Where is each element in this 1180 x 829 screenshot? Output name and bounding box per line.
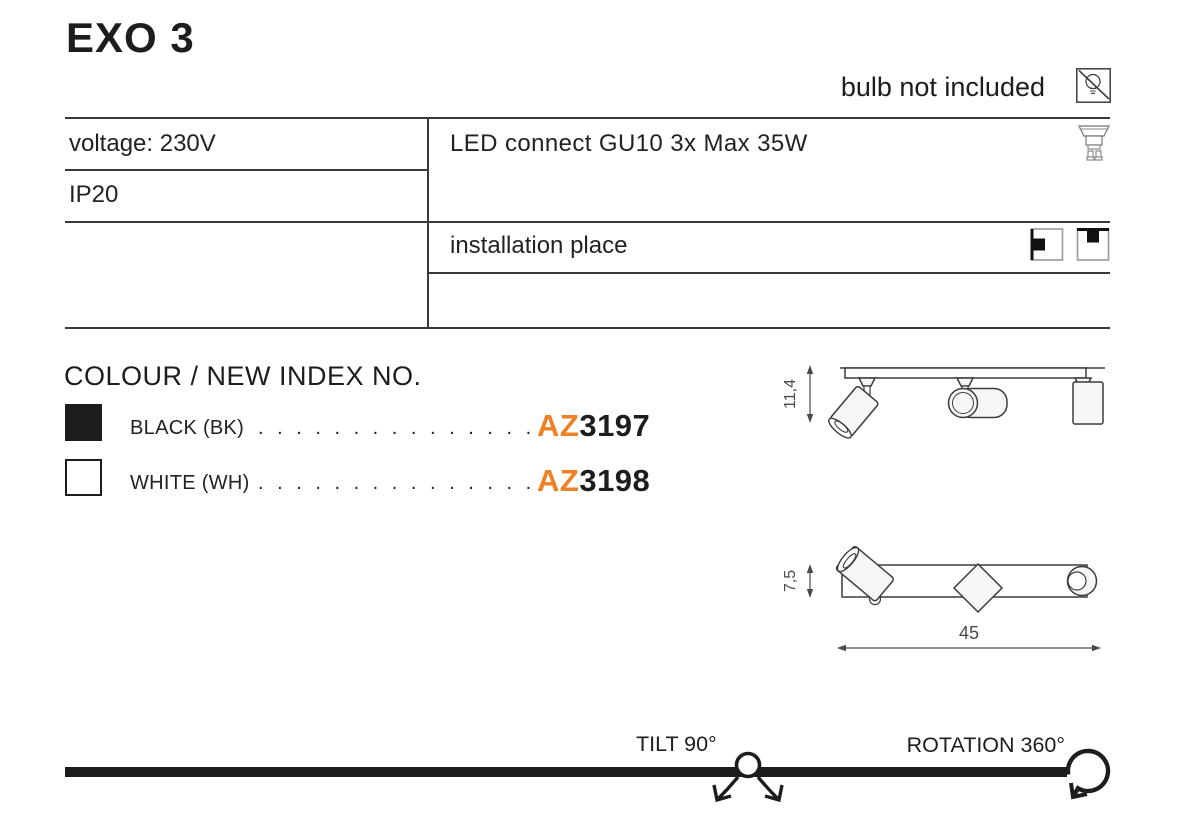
dot-leader: . . . . . . . . . . . . . . . . . . .	[258, 417, 532, 439]
index-code-number: 3198	[579, 463, 651, 498]
table-divider	[427, 117, 429, 328]
wall-mount-icon	[1030, 228, 1064, 261]
colour-label: WHITE (WH)	[130, 472, 250, 494]
voltage-cell: voltage: 230V	[69, 130, 216, 157]
top-width-dimension: 45	[959, 623, 979, 643]
tilt-arrows-icon	[712, 751, 784, 803]
feature-bar	[65, 767, 1067, 777]
lamp-cell: LED connect GU10 3x Max 35W	[450, 130, 808, 157]
table-line-voltage	[65, 169, 427, 171]
tilt-label: TILT 90°	[636, 732, 717, 756]
spot-tilted-top	[835, 545, 894, 606]
top-depth-dimension: 7,5	[782, 570, 799, 592]
dot-leader: . . . . . . . . . . . . . . . . . . .	[258, 472, 532, 494]
page-title: EXO 3	[66, 14, 195, 61]
colour-label: BLACK (BK)	[130, 417, 245, 439]
rotation-label: ROTATION 360°	[906, 733, 1065, 757]
spot-diamond	[952, 562, 1004, 614]
table-line-top	[65, 117, 1110, 119]
table-line-middle	[65, 221, 1110, 223]
rotation-arrow-icon	[1065, 748, 1111, 800]
black-swatch	[65, 404, 102, 441]
table-line-install	[427, 272, 1110, 274]
colour-index-heading: COLOUR / NEW INDEX NO.	[64, 361, 422, 391]
side-height-dimension: 11,4	[782, 379, 799, 409]
spot-horizontal	[947, 387, 1008, 419]
ip-rating-cell: IP20	[69, 181, 119, 208]
white-swatch	[65, 459, 102, 496]
installation-cell: installation place	[450, 232, 628, 259]
side-view-drawing: 11,4	[782, 365, 1105, 439]
index-code-prefix: AZ	[537, 463, 580, 498]
index-code-number: 3197	[579, 408, 651, 443]
spot-vertical	[1072, 381, 1104, 425]
ceiling-mount-icon	[1076, 228, 1110, 261]
index-code: AZ3197	[537, 408, 650, 444]
crossed-bulb-icon	[1076, 68, 1111, 103]
table-line-bottom	[65, 327, 1110, 329]
gu10-bulb-icon	[1077, 125, 1111, 161]
index-code: AZ3198	[537, 463, 650, 499]
spot-tilted	[828, 385, 879, 439]
bulb-note: bulb not included	[840, 72, 1045, 102]
installation-icons	[1030, 228, 1110, 261]
index-code-prefix: AZ	[537, 408, 580, 443]
top-view-drawing: 7,5 45	[782, 545, 1101, 652]
